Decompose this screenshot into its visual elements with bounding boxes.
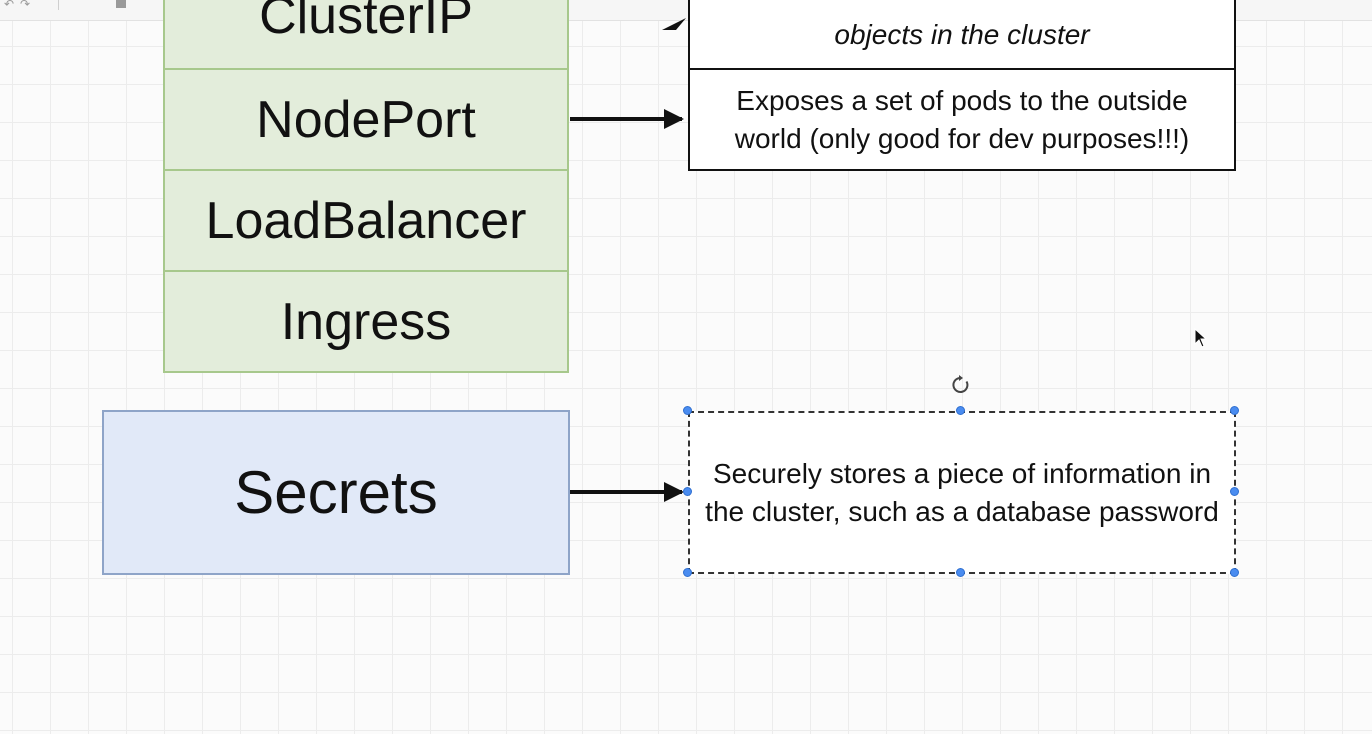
nodeport-description: Exposes a set of pods to the outside wor… <box>734 84 1190 154</box>
service-type-nodeport[interactable]: NodePort <box>163 68 569 171</box>
service-type-clusterip[interactable]: ClusterIP <box>163 0 569 70</box>
rotate-handle-icon[interactable] <box>950 374 972 396</box>
resize-handle-e[interactable] <box>1230 487 1239 496</box>
resize-handle-n[interactable] <box>956 406 965 415</box>
resize-handle-w[interactable] <box>683 487 692 496</box>
clusterip-description-box[interactable]: objects in the cluster <box>688 0 1236 72</box>
secrets-description: Securely stores a piece of information i… <box>705 457 1219 527</box>
clusterip-description: objects in the cluster <box>834 19 1090 50</box>
mouse-pointer-icon <box>1194 328 1208 348</box>
undo-icon[interactable]: ↶ <box>4 0 15 11</box>
nodeport-description-box[interactable]: Exposes a set of pods to the outside wor… <box>688 68 1236 171</box>
secrets-label: Secrets <box>234 459 438 526</box>
secrets-description-box[interactable]: Securely stores a piece of information i… <box>688 411 1236 574</box>
toolbar-divider <box>58 0 59 10</box>
service-type-label: ClusterIP <box>259 0 473 45</box>
delete-icon[interactable] <box>116 0 126 8</box>
service-type-label: Ingress <box>280 292 452 351</box>
resize-handle-ne[interactable] <box>1230 406 1239 415</box>
secrets-box[interactable]: Secrets <box>102 410 570 575</box>
service-type-loadbalancer[interactable]: LoadBalancer <box>163 169 569 272</box>
service-type-label: LoadBalancer <box>205 191 527 250</box>
resize-handle-s[interactable] <box>956 568 965 577</box>
service-type-ingress[interactable]: Ingress <box>163 270 569 373</box>
resize-handle-se[interactable] <box>1230 568 1239 577</box>
service-type-label: NodePort <box>256 90 476 149</box>
resize-handle-nw[interactable] <box>683 406 692 415</box>
redo-icon[interactable]: ↷ <box>20 0 31 11</box>
resize-handle-sw[interactable] <box>683 568 692 577</box>
